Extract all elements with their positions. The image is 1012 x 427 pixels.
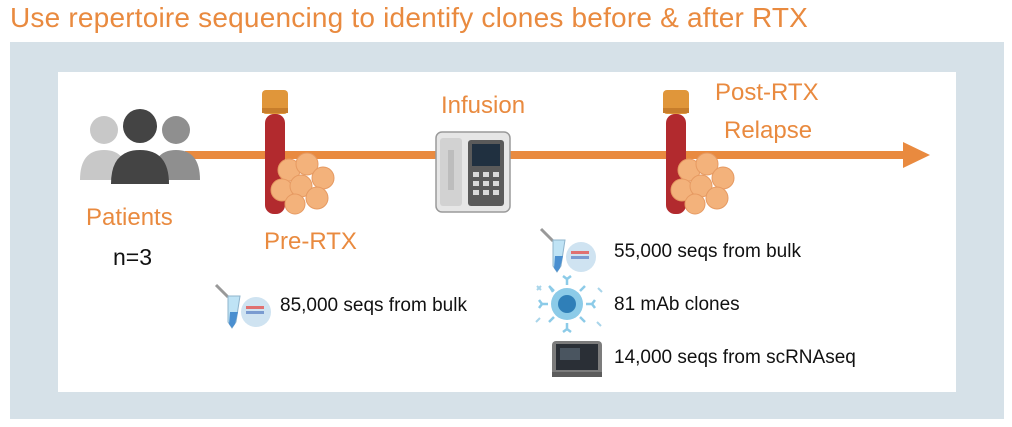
timeline-line: [185, 151, 905, 159]
patients-icon: [80, 109, 200, 184]
content-card: [58, 72, 956, 392]
post-bulk-seqs-text: 55,000 seqs from bulk: [614, 241, 801, 262]
infusion-pump-icon: [435, 131, 511, 213]
patients-label: Patients: [86, 204, 173, 231]
scrnaseq-machine-icon: [552, 341, 602, 377]
scrnaseq-seqs-text: 14,000 seqs from scRNAseq: [614, 347, 856, 368]
mab-clones-text: 81 mAb clones: [614, 294, 740, 315]
slide-title: Use repertoire sequencing to identify cl…: [10, 2, 809, 33]
post-bulk-sequencing-icon: [539, 227, 596, 273]
patients-count: n=3: [113, 244, 153, 270]
infusion-label: Infusion: [441, 92, 526, 119]
post-rtx-label-line2: Relapse: [724, 117, 813, 144]
pre-bulk-seqs-text: 85,000 seqs from bulk: [280, 295, 467, 316]
pre-rtx-label: Pre-RTX: [264, 228, 357, 255]
pre-bulk-sequencing-icon: [214, 283, 271, 329]
post-rtx-label-line1: Post-RTX: [715, 79, 819, 106]
post-rtx-blood-tube-icon: [663, 90, 735, 215]
mab-cell-icon: [535, 275, 603, 333]
timeline-arrowhead: [903, 142, 930, 168]
pre-rtx-blood-tube-icon: [262, 90, 335, 215]
